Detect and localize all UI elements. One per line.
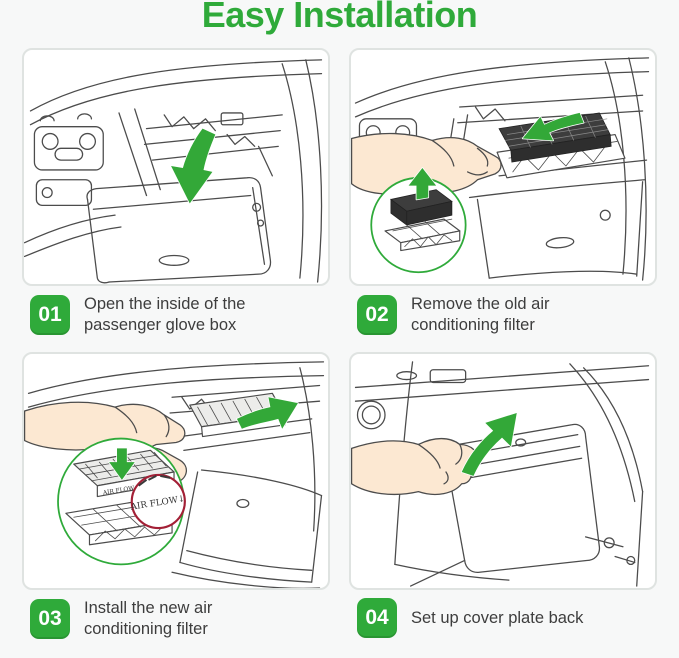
hand-upper <box>24 401 186 453</box>
green-arrow-out-icon <box>521 112 585 142</box>
magnifier-circle <box>130 473 186 530</box>
step-3-caption: 03 Install the new air conditioning filt… <box>30 598 289 639</box>
set-cover-back-illustration <box>351 361 650 587</box>
step-4-number-badge: 04 <box>357 598 397 638</box>
panel-set-cover-back <box>349 352 657 590</box>
inset-new-filter: AIR FLOW↓ AIR FLOW↓ <box>57 437 186 566</box>
step-2-label: Remove the old air conditioning filter <box>411 295 550 334</box>
step-4-caption: 04 Set up cover plate back <box>357 598 616 638</box>
open-glove-box-illustration <box>24 59 323 284</box>
step-3-number-badge: 03 <box>30 598 70 639</box>
install-new-filter-illustration: AIR FLOW↓ AIR FLOW↓ <box>24 361 325 588</box>
green-arrow-up-icon <box>407 167 437 201</box>
step-1-number-badge: 01 <box>30 294 70 335</box>
step-4-label: Set up cover plate back <box>411 608 584 627</box>
remove-old-filter-illustration <box>351 57 650 281</box>
green-arrow-down-icon <box>108 447 136 481</box>
hand <box>351 437 479 496</box>
panel-install-new-filter: AIR FLOW↓ AIR FLOW↓ <box>22 352 330 590</box>
step-2-number-badge: 02 <box>357 294 397 335</box>
step-1-caption: 01 Open the inside of the passenger glov… <box>30 294 289 335</box>
step-3-label: Install the new air conditioning filter <box>84 599 213 638</box>
step-1-label: Open the inside of the passenger glove b… <box>84 295 246 334</box>
step-2-caption: 02 Remove the old air conditioning filte… <box>357 294 616 335</box>
page-title: Easy Installation <box>201 0 478 35</box>
green-arrow-up-right-icon <box>460 412 518 477</box>
green-arrow-down-icon <box>170 127 217 205</box>
green-arrow-in-icon <box>236 396 299 430</box>
inset-removed-filter <box>370 167 467 274</box>
panel-open-glove-box <box>22 48 330 286</box>
panel-remove-old-filter <box>349 48 657 286</box>
